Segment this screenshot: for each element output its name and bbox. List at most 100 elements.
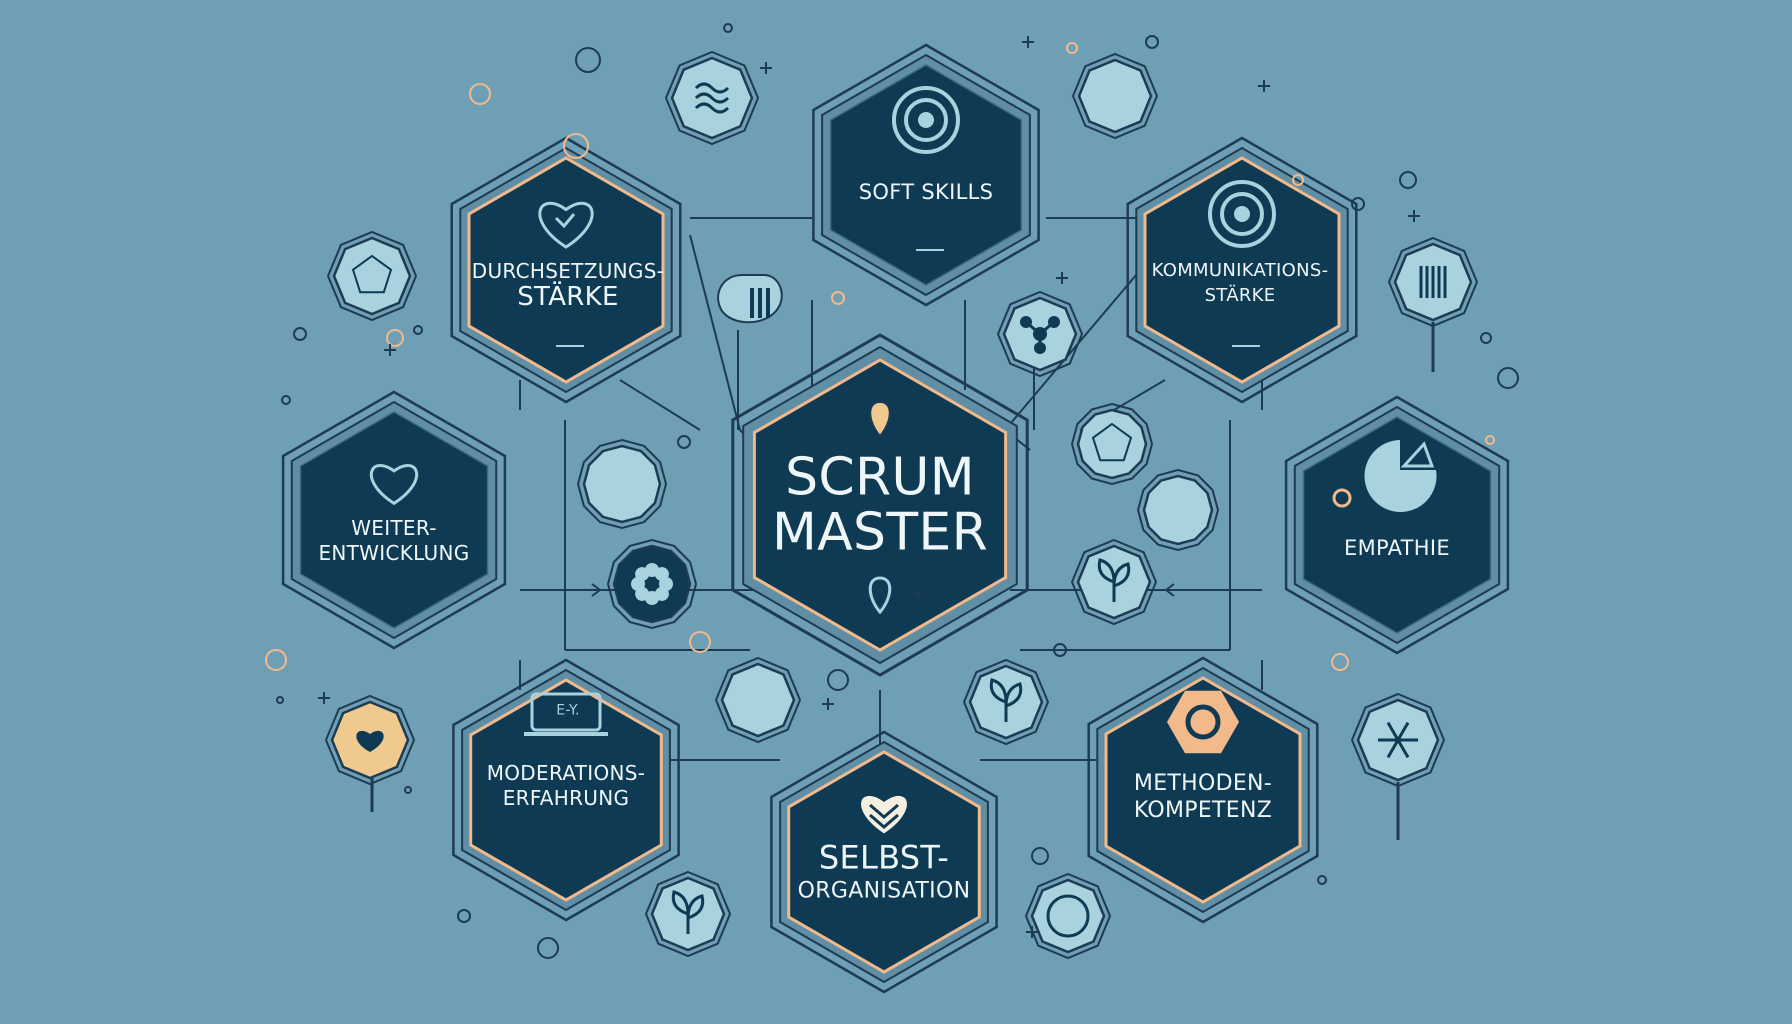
node-label-selbstorganisation: SELBST- ORGANISATION xyxy=(797,838,971,904)
decor-dot xyxy=(677,435,691,449)
network-badge-icon xyxy=(996,290,1084,378)
durchsetzung-line2: STÄRKE xyxy=(517,281,619,312)
hex-soft-skills xyxy=(812,43,1040,307)
hex-center-scrum-master xyxy=(731,333,1029,677)
decor-dot xyxy=(457,909,471,923)
decor-dot xyxy=(1331,653,1349,671)
decor-dot xyxy=(563,133,589,159)
hex-outer-ring xyxy=(452,658,680,922)
methodenkompetenz-line1: METHODEN- xyxy=(1133,770,1273,796)
hex-empathie xyxy=(1284,395,1510,655)
pie-slice-icon xyxy=(1400,441,1435,468)
hex-selbstorganisation xyxy=(770,730,998,994)
hex-outer-ring xyxy=(812,43,1040,307)
weiterentwicklung-line2: ENTWICKLUNG xyxy=(318,541,470,565)
target-icon xyxy=(892,86,960,154)
hex-outer-ring xyxy=(1126,136,1358,404)
decor-dot xyxy=(827,669,849,691)
pin-icon xyxy=(869,400,891,438)
sun-badge-icon xyxy=(576,438,668,530)
chevron-down-icon xyxy=(869,803,899,829)
spark-badge-icon xyxy=(1070,402,1154,486)
hex-face xyxy=(752,358,1008,652)
decor-dot xyxy=(1292,174,1304,186)
flower-badge-icon xyxy=(606,538,698,630)
empathie-line1: EMPATHIE xyxy=(1344,535,1450,560)
decor-dot xyxy=(404,786,412,794)
hex-face xyxy=(469,678,663,902)
selbstorganisation-line1: SELBST- xyxy=(818,838,950,877)
decor-dot xyxy=(281,395,291,405)
decor-dot xyxy=(1497,367,1519,389)
connector-line xyxy=(619,379,701,431)
hex-outer-ring xyxy=(1284,395,1510,655)
heart-icon xyxy=(369,464,419,506)
arrow-left-icon xyxy=(1164,583,1262,597)
flower-badge-icon xyxy=(714,656,802,744)
flower-badge-icon xyxy=(1071,52,1159,140)
hex-weiterentwicklung xyxy=(281,390,507,650)
hex-face xyxy=(829,64,1023,286)
decor-dot xyxy=(723,23,733,33)
decor-dot xyxy=(1399,171,1417,189)
kommunikation-line2: STÄRKE xyxy=(1204,285,1276,306)
hex-face xyxy=(299,411,489,629)
laptop-icon xyxy=(524,692,608,736)
decor-dot xyxy=(413,325,423,335)
decor-dot xyxy=(1480,332,1492,344)
hex-face xyxy=(787,750,981,974)
arrow-right-icon xyxy=(522,583,602,597)
decor-dot xyxy=(1031,847,1049,865)
center-title-line2: MASTER xyxy=(772,502,988,562)
decor-dot xyxy=(1485,435,1495,445)
decor-dot xyxy=(293,327,307,341)
decor-dot xyxy=(1145,35,1159,49)
ring-badge-icon xyxy=(1024,872,1112,960)
moderation-line1: MODERATIONS- xyxy=(486,761,646,785)
star-badge-icon xyxy=(326,230,418,322)
kommunikation-line1: KOMMUNIKATIONS- xyxy=(1151,260,1329,282)
hex-methodenkompetenz xyxy=(1087,656,1319,924)
connector-line xyxy=(689,234,741,431)
hex-kommunikationsstaerke xyxy=(1126,136,1358,404)
heart-icon xyxy=(538,201,594,249)
decor-dot xyxy=(1053,643,1067,657)
decor-dot xyxy=(1317,875,1327,885)
asterisk-badge-icon xyxy=(1350,692,1446,788)
waves-badge-icon xyxy=(664,50,760,146)
decor-dot xyxy=(575,47,601,73)
decor-dot xyxy=(1351,197,1365,211)
decor-dot xyxy=(276,696,284,704)
decor-dot xyxy=(1169,803,1179,813)
hex-outer-ring xyxy=(1087,656,1319,924)
hex-outer-ring xyxy=(770,730,998,994)
decorative-dots xyxy=(265,23,1519,959)
moderation-line2: ERFAHRUNG xyxy=(502,786,630,810)
sprout-badge-icon xyxy=(962,658,1050,746)
gear-icon xyxy=(1208,180,1276,248)
selbstorganisation-line2: ORGANISATION xyxy=(797,878,971,904)
node-label-kommunikationsstaerke: KOMMUNIKATIONS- STÄRKE xyxy=(1151,260,1329,306)
leaf-badge-icon xyxy=(1070,538,1158,626)
hex-nut-icon xyxy=(1167,690,1239,754)
hex-outer-ring xyxy=(731,333,1029,677)
durchsetzung-line1: DURCHSETZUNGS- xyxy=(471,258,665,283)
pie-chart-icon xyxy=(1364,440,1437,512)
hex-face xyxy=(1104,676,1302,904)
gear-badge-icon xyxy=(1136,468,1220,552)
chat-bubble-icon xyxy=(717,274,783,324)
hearts-badge-icon xyxy=(324,694,416,786)
node-label-weiterentwicklung: WEITER- ENTWICKLUNG xyxy=(318,518,469,564)
weiterentwicklung-line1: WEITER- xyxy=(351,516,437,540)
node-label-soft-skills: SOFT SKILLS xyxy=(859,181,993,203)
node-label-durchsetzungsstaerke: DURCHSETZUNGS- STÄRKE xyxy=(471,258,665,312)
bars-badge-icon xyxy=(1387,236,1479,328)
hex-moderationserfahrung xyxy=(452,658,680,922)
hex-outer-ring xyxy=(281,390,507,650)
hex-face xyxy=(1143,156,1341,384)
hex-durchsetzungsstaerke xyxy=(450,136,682,404)
leaf-badge-icon xyxy=(644,870,732,958)
node-label-methodenkompetenz: METHODEN- KOMPETENZ xyxy=(1134,772,1272,822)
